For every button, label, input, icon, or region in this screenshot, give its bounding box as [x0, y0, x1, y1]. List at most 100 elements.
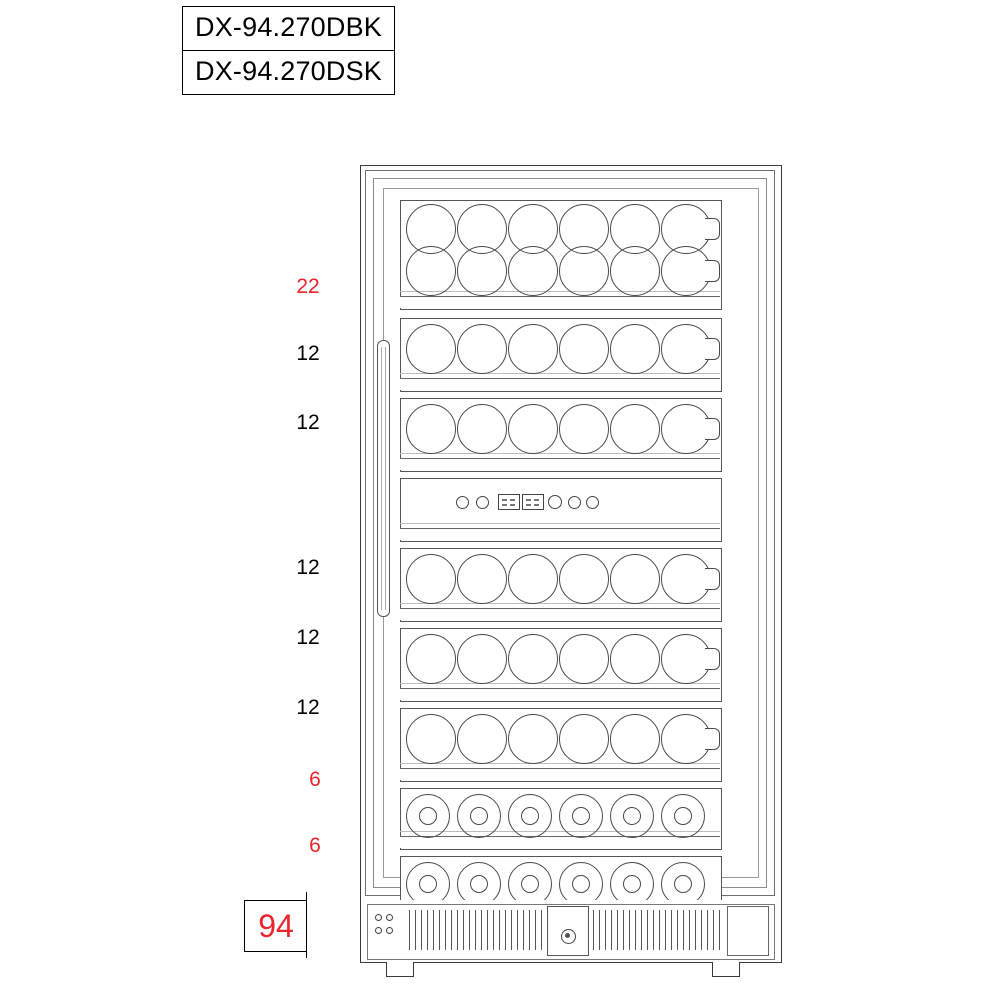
grille-slat [629, 910, 630, 950]
model-label-1: DX-94.270DBK [182, 6, 395, 51]
grille-slat [671, 910, 672, 950]
grille-slat [707, 910, 708, 950]
shelf-4-rail-edge [400, 603, 720, 609]
grille-slat [605, 910, 606, 950]
grille-slat [469, 910, 470, 950]
bottle [610, 246, 660, 296]
fan-hub [561, 929, 576, 944]
shelf-3-rail [400, 458, 720, 470]
shelf-4 [400, 548, 722, 622]
bottle [559, 404, 609, 454]
grille-slat [445, 910, 446, 950]
bottle [610, 714, 660, 764]
bottle [457, 634, 507, 684]
bottle [661, 554, 711, 604]
grille-slat [505, 910, 506, 950]
grille-slat [475, 910, 476, 950]
grille-slat [541, 910, 542, 950]
grille-slat [427, 910, 428, 950]
bottle [406, 324, 456, 374]
bottle-cap [418, 874, 438, 894]
bottle [661, 634, 711, 684]
bottle-front [559, 794, 603, 838]
grille-slat [457, 910, 458, 950]
shelf-3 [400, 398, 722, 472]
bottle [559, 554, 609, 604]
grille-slat [487, 910, 488, 950]
grille-slat [511, 910, 512, 950]
bottle-neck [705, 728, 720, 750]
grille-slat [659, 910, 660, 950]
grille-slat [481, 910, 482, 950]
bottle [610, 554, 660, 604]
foot-right [712, 962, 740, 977]
bottle [610, 324, 660, 374]
bottle [406, 246, 456, 296]
bottle [508, 554, 558, 604]
shelf-1 [400, 200, 722, 310]
bottle [457, 554, 507, 604]
shelf-7 [400, 788, 722, 850]
zone-divider-shelf [400, 478, 722, 542]
bottle-cap [469, 874, 489, 894]
power-button[interactable] [456, 496, 469, 509]
grille-slat [493, 910, 494, 950]
grille-slat [611, 910, 612, 950]
shelf-6-rail [400, 768, 720, 780]
grille-slat [421, 910, 422, 950]
base-screw-dots [375, 914, 393, 944]
capacity-callout-shelf-5: 12 [296, 626, 320, 649]
grille-slat [713, 910, 714, 950]
model-label-2: DX-94.270DSK [182, 51, 395, 95]
ventilation-grille-left [409, 910, 542, 950]
shelf-5-rail [400, 688, 720, 700]
model-label-group: DX-94.270DBK DX-94.270DSK [182, 6, 395, 95]
grille-slat [599, 910, 600, 950]
bottle-cap [673, 806, 693, 826]
base-inner-frame [367, 904, 775, 960]
light-button[interactable] [476, 496, 489, 509]
capacity-callout-shelf-3: 12 [296, 411, 320, 434]
up-button[interactable] [568, 496, 581, 509]
total-capacity-tick [306, 892, 307, 958]
bottle [559, 324, 609, 374]
bottle [508, 634, 558, 684]
bottle-cap [418, 806, 438, 826]
grille-slat [719, 910, 720, 950]
shelf-7-rail-edge [400, 831, 720, 837]
shelf-5-rail-edge [400, 683, 720, 689]
grille-slat [647, 910, 648, 950]
shelf-5 [400, 628, 722, 702]
capacity-callout-shelf-7: 6 [309, 768, 321, 791]
shelf-6 [400, 708, 722, 782]
shelf-1-rail [400, 296, 720, 308]
shelf-2-rail-edge [400, 373, 720, 379]
total-capacity: 94 [244, 892, 322, 958]
capacity-callout-shelf-1: 22 [296, 275, 320, 298]
bottle [457, 404, 507, 454]
lock-button[interactable] [548, 495, 562, 509]
bottle-cap [520, 874, 540, 894]
fan-hub-center [565, 933, 570, 938]
grille-slat [409, 910, 410, 950]
capacity-callout-shelf-6: 12 [296, 696, 320, 719]
grille-slat [641, 910, 642, 950]
bottle [610, 404, 660, 454]
grille-slat [433, 910, 434, 950]
bottle-cap [622, 806, 642, 826]
bottle [661, 404, 711, 454]
bottle-neck [705, 648, 720, 670]
bottle [661, 246, 711, 296]
grille-slat [415, 910, 416, 950]
bottle [406, 404, 456, 454]
bottle [661, 714, 711, 764]
bottle-front [457, 794, 501, 838]
bottle [457, 246, 507, 296]
door-handle [377, 340, 390, 617]
grille-slat [517, 910, 518, 950]
zone-divider-rail-edge [400, 523, 720, 529]
bottle [508, 324, 558, 374]
bottle-neck [705, 568, 720, 590]
control-panel[interactable] [456, 492, 599, 514]
down-button[interactable] [586, 496, 599, 509]
